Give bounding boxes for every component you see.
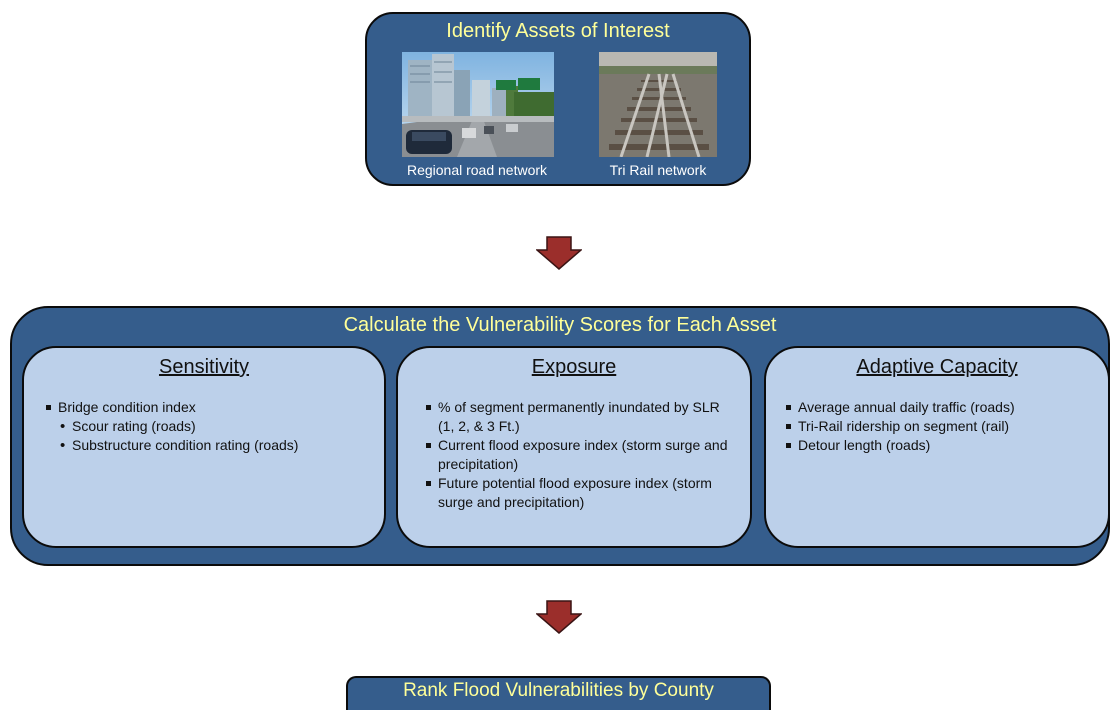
- sub-list-item: Substructure condition rating (roads): [58, 436, 376, 455]
- list-item: Current flood exposure index (storm surg…: [426, 436, 736, 474]
- vulnerability-title: Calculate the Vulnerability Scores for E…: [343, 314, 777, 336]
- list-item: Bridge condition index Scour rating (roa…: [46, 398, 376, 455]
- sensitivity-panel: Sensitivity Bridge condition index Scour…: [22, 346, 386, 548]
- rank-box: Rank Flood Vulnerabilities by County: [346, 676, 771, 710]
- sensitivity-title: Sensitivity: [158, 356, 250, 378]
- adaptive-capacity-panel: Adaptive Capacity Average annual daily t…: [764, 346, 1110, 548]
- exposure-title: Exposure: [531, 356, 617, 378]
- adaptive-capacity-title: Adaptive Capacity: [856, 356, 1018, 378]
- down-arrow-icon: [536, 600, 582, 634]
- sensitivity-list: Bridge condition index Scour rating (roa…: [46, 398, 376, 455]
- list-item: Future potential flood exposure index (s…: [426, 474, 736, 512]
- road-photo: [402, 52, 554, 157]
- adaptive-capacity-list: Average annual daily traffic (roads) Tri…: [786, 398, 1106, 455]
- down-arrow-icon: [536, 236, 582, 270]
- list-item: Tri-Rail ridership on segment (rail): [786, 417, 1106, 436]
- rail-caption: Tri Rail network: [609, 162, 707, 178]
- exposure-list: % of segment permanently inundated by SL…: [426, 398, 736, 512]
- sub-list-item: Scour rating (roads): [58, 417, 376, 436]
- list-item: Detour length (roads): [786, 436, 1106, 455]
- road-caption: Regional road network: [406, 162, 548, 178]
- list-item: % of segment permanently inundated by SL…: [426, 398, 736, 436]
- vulnerability-box: Calculate the Vulnerability Scores for E…: [10, 306, 1110, 566]
- assets-title: Identify Assets of Interest: [446, 20, 670, 42]
- exposure-panel: Exposure % of segment permanently inunda…: [396, 346, 752, 548]
- rank-title: Rank Flood Vulnerabilities by County: [403, 680, 714, 701]
- rail-photo: [599, 52, 717, 157]
- assets-box: Identify Assets of Interest: [365, 12, 751, 186]
- list-item: Average annual daily traffic (roads): [786, 398, 1106, 417]
